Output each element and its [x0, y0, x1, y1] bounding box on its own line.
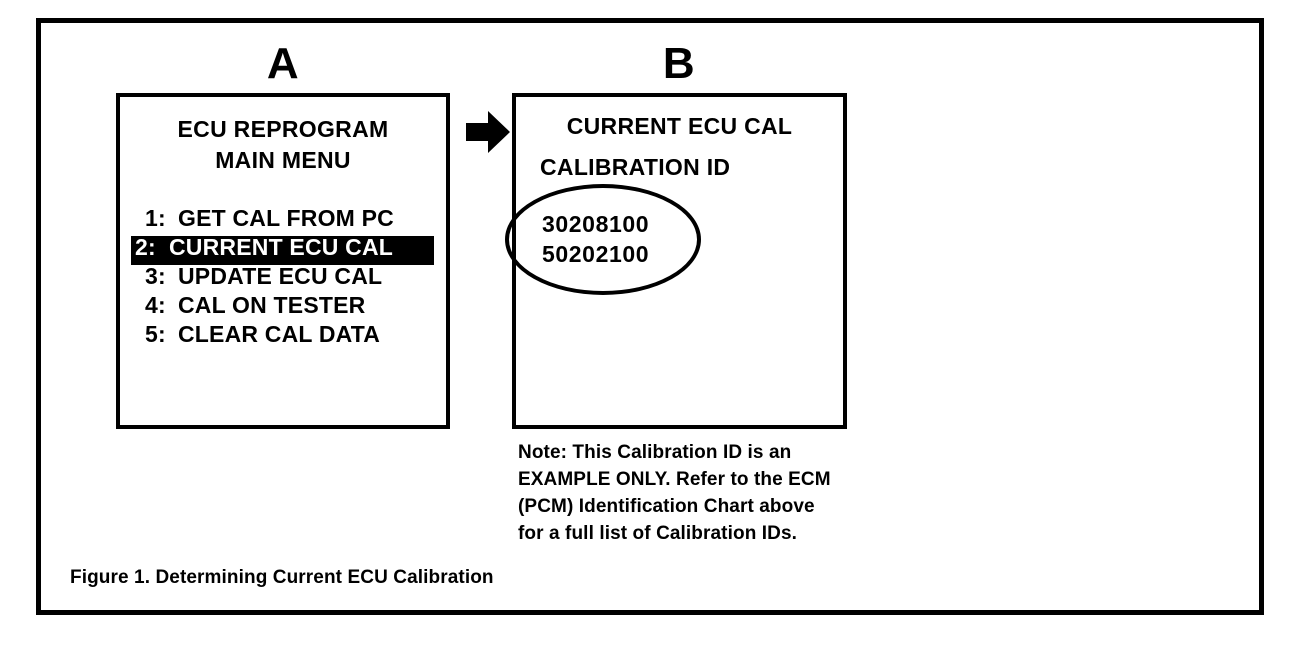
panel-label-b: B — [662, 39, 696, 88]
menu-item-label: CAL ON TESTER — [178, 292, 366, 318]
calibration-id-highlight-ellipse — [505, 184, 701, 295]
menu-item-number: 3: — [145, 263, 166, 289]
menu-item-label: CLEAR CAL DATA — [178, 321, 381, 347]
menu-item-label: CURRENT ECU CAL — [169, 234, 394, 260]
note-line: for a full list of Calibration IDs. — [518, 522, 798, 544]
note-line: (PCM) Identification Chart above — [518, 495, 815, 517]
cal-screen-heading: CURRENT ECU CAL — [566, 113, 793, 139]
calibration-id-value: 30208100 — [542, 211, 650, 237]
menu-item-number: 4: — [145, 292, 166, 318]
menu-item-current-ecu-cal[interactable]: 2: CURRENT ECU CAL — [131, 236, 434, 265]
arrow-right-icon — [466, 111, 510, 153]
menu-item-number: 1: — [145, 205, 166, 231]
calibration-id-value: 50202100 — [542, 241, 650, 268]
menu-item-label: GET CAL FROM PC — [178, 205, 394, 231]
menu-list: 1: GET CAL FROM PC 2: CURRENT ECU CAL 3:… — [131, 207, 438, 352]
screen-panel-a: ECU REPROGRAM MAIN MENU 1: GET CAL FROM … — [116, 93, 450, 429]
menu-item-number: 5: — [145, 321, 166, 347]
note-line: EXAMPLE ONLY. Refer to the ECM — [518, 468, 831, 490]
calibration-id-list: 30208100 50202100 — [542, 209, 649, 270]
example-note: Note: This Calibration ID is an EXAMPLE … — [518, 440, 938, 548]
menu-item-cal-on-tester[interactable]: 4: CAL ON TESTER — [131, 294, 438, 323]
menu-item-label: UPDATE ECU CAL — [178, 263, 383, 289]
menu-item-get-cal-from-pc[interactable]: 1: GET CAL FROM PC — [131, 207, 438, 236]
menu-title-line-2: MAIN MENU — [215, 146, 351, 173]
panel-label-a: A — [266, 39, 300, 88]
note-line: Note: This Calibration ID is an — [518, 442, 792, 463]
menu-title: ECU REPROGRAM MAIN MENU — [120, 114, 446, 175]
figure-caption: Figure 1. Determining Current ECU Calibr… — [70, 567, 494, 588]
menu-item-update-ecu-cal[interactable]: 3: UPDATE ECU CAL — [131, 265, 438, 294]
cal-screen-subheading: CALIBRATION ID — [540, 154, 731, 180]
screen-panel-b: CURRENT ECU CAL CALIBRATION ID 30208100 … — [505, 93, 847, 429]
menu-title-line-1: ECU REPROGRAM — [177, 116, 389, 142]
menu-item-clear-cal-data[interactable]: 5: CLEAR CAL DATA — [131, 323, 438, 352]
menu-item-number: 2: — [135, 234, 156, 260]
